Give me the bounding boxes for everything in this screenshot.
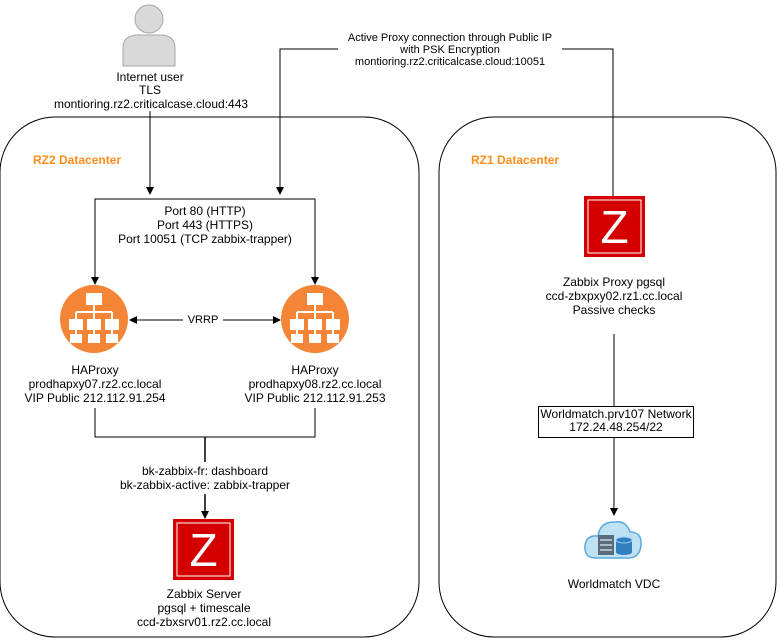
active-proxy-connection-line <box>540 48 614 196</box>
rz1-datacenter-title: RZ1 Datacenter <box>471 153 560 167</box>
svg-text:Z: Z <box>600 201 628 253</box>
haproxy2-name: HAProxy <box>291 363 339 377</box>
backend-dashboard-label: bk-zabbix-fr: dashboard <box>141 464 269 478</box>
active-proxy-connection-line-2 <box>276 48 358 195</box>
rz2-datacenter-title: RZ2 Datacenter <box>33 153 122 167</box>
haproxy1-name: HAProxy <box>71 363 119 377</box>
person-icon <box>122 4 176 67</box>
zabbix-logo-icon: Z <box>584 196 645 257</box>
haproxy1-vip: VIP Public 212.112.91.254 <box>24 391 166 405</box>
load-balancer-icon <box>281 285 349 353</box>
haproxy1-host: prodhapxy07.rz2.cc.local <box>28 377 162 391</box>
port-label-http: Port 80 (HTTP) <box>164 204 246 218</box>
internet-user-label: Internet user <box>116 70 184 84</box>
vdc-label: Worldmatch VDC <box>567 577 661 591</box>
haproxy-right-backend-line <box>205 408 316 438</box>
port-label-trapper: Port 10051 (TCP zabbix-trapper) <box>118 232 292 246</box>
active-proxy-label-3: montioring.rz2.criticalcase.cloud:10051 <box>338 56 562 68</box>
haproxy-left-backend-line <box>94 408 205 438</box>
cloud-server-icon <box>584 520 642 559</box>
zabbix-server-host: ccd-zbxsrv01.rz2.cc.local <box>136 615 272 629</box>
zabbix-server-name: Zabbix Server <box>166 587 242 601</box>
zabbix-server-db: pgsql + timescale <box>157 601 251 615</box>
rz2-datacenter-box <box>0 116 420 638</box>
svg-text:Z: Z <box>189 524 217 576</box>
rz1-datacenter-box <box>438 116 777 638</box>
active-proxy-label-2: with PSK Encryption <box>338 44 562 56</box>
internet-user-url: montioring.rz2.criticalcase.cloud:443 <box>45 98 257 111</box>
zabbix-proxy-mode: Passive checks <box>572 303 656 317</box>
zabbix-proxy-host: ccd-zbxpxy02.rz1.cc.local <box>545 289 683 303</box>
network-box: Worldmatch.prv107 Network 172.24.48.254/… <box>538 406 694 438</box>
backend-trapper-label: bk-zabbix-active: zabbix-trapper <box>119 478 291 492</box>
haproxy2-host: prodhapxy08.rz2.cc.local <box>248 377 382 391</box>
internet-user-protocol: TLS <box>138 83 161 97</box>
active-proxy-label-1: Active Proxy connection through Public I… <box>338 32 562 44</box>
bus-line-left <box>91 198 205 285</box>
haproxy2-vip: VIP Public 212.112.91.253 <box>244 391 386 405</box>
port-label-https: Port 443 (HTTPS) <box>156 218 254 232</box>
network-name: Worldmatch.prv107 Network <box>540 407 692 421</box>
bus-line-right <box>205 198 319 285</box>
zabbix-proxy-name: Zabbix Proxy pgsql <box>562 275 666 289</box>
zabbix-logo-icon: Z <box>173 519 234 580</box>
network-subnet: 172.24.48.254/22 <box>569 420 663 434</box>
load-balancer-icon <box>60 285 128 353</box>
vrrp-label: VRRP <box>183 314 223 326</box>
